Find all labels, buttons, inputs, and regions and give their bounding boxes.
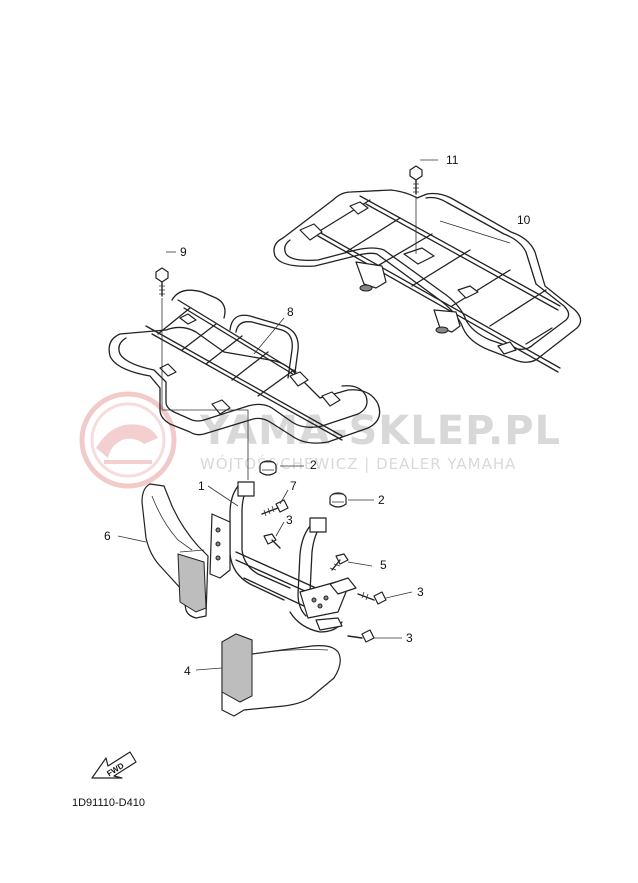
callout-3-right-lower: 3 (406, 631, 413, 645)
guard-front (221, 633, 341, 717)
callout-3-right-upper: 3 (417, 585, 424, 599)
callout-10: 10 (517, 213, 531, 227)
leader-lines (117, 159, 511, 671)
diagram-code: 1D91110-D410 (72, 797, 145, 809)
grommet-2-upper (259, 460, 277, 476)
callout-9: 9 (180, 245, 187, 259)
callout-7: 7 (290, 479, 297, 493)
callout-5: 5 (380, 558, 387, 572)
bolt-3-right-lower (347, 629, 375, 643)
callout-3-left: 3 (286, 513, 293, 527)
rear-carrier (273, 189, 582, 373)
watermark-subtitle: WÓJTOŚ&CHEWICZ | DEALER YAMAHA (200, 454, 516, 473)
guard-left (141, 483, 209, 619)
callout-4: 4 (184, 664, 191, 678)
grommet-2-lower (329, 492, 347, 508)
watermark: YAMA-SKLEP.PL WÓJTOŚ&CHEWICZ | DEALER YA… (79, 391, 560, 489)
bolt-9 (155, 267, 169, 410)
callout-1: 1 (198, 479, 205, 493)
bolt-5 (329, 553, 349, 571)
bolt-11 (409, 165, 423, 254)
screw-7 (261, 499, 289, 517)
bolt-3-left (263, 533, 281, 549)
bumper-frame (209, 481, 357, 633)
callout-2-upper: 2 (310, 458, 317, 472)
front-carrier (108, 289, 381, 444)
bolt-3-right-upper (357, 591, 387, 605)
callout-11: 11 (446, 153, 459, 167)
callout-2-lower: 2 (378, 493, 385, 507)
callout-8: 8 (287, 305, 294, 319)
fwd-arrow-icon: FWD (91, 751, 137, 779)
callouts: 11 10 9 8 2 1 7 2 3 6 5 3 3 4 (104, 153, 531, 678)
watermark-logo (79, 391, 177, 489)
callout-6: 6 (104, 529, 111, 543)
guide-lines (162, 409, 249, 480)
